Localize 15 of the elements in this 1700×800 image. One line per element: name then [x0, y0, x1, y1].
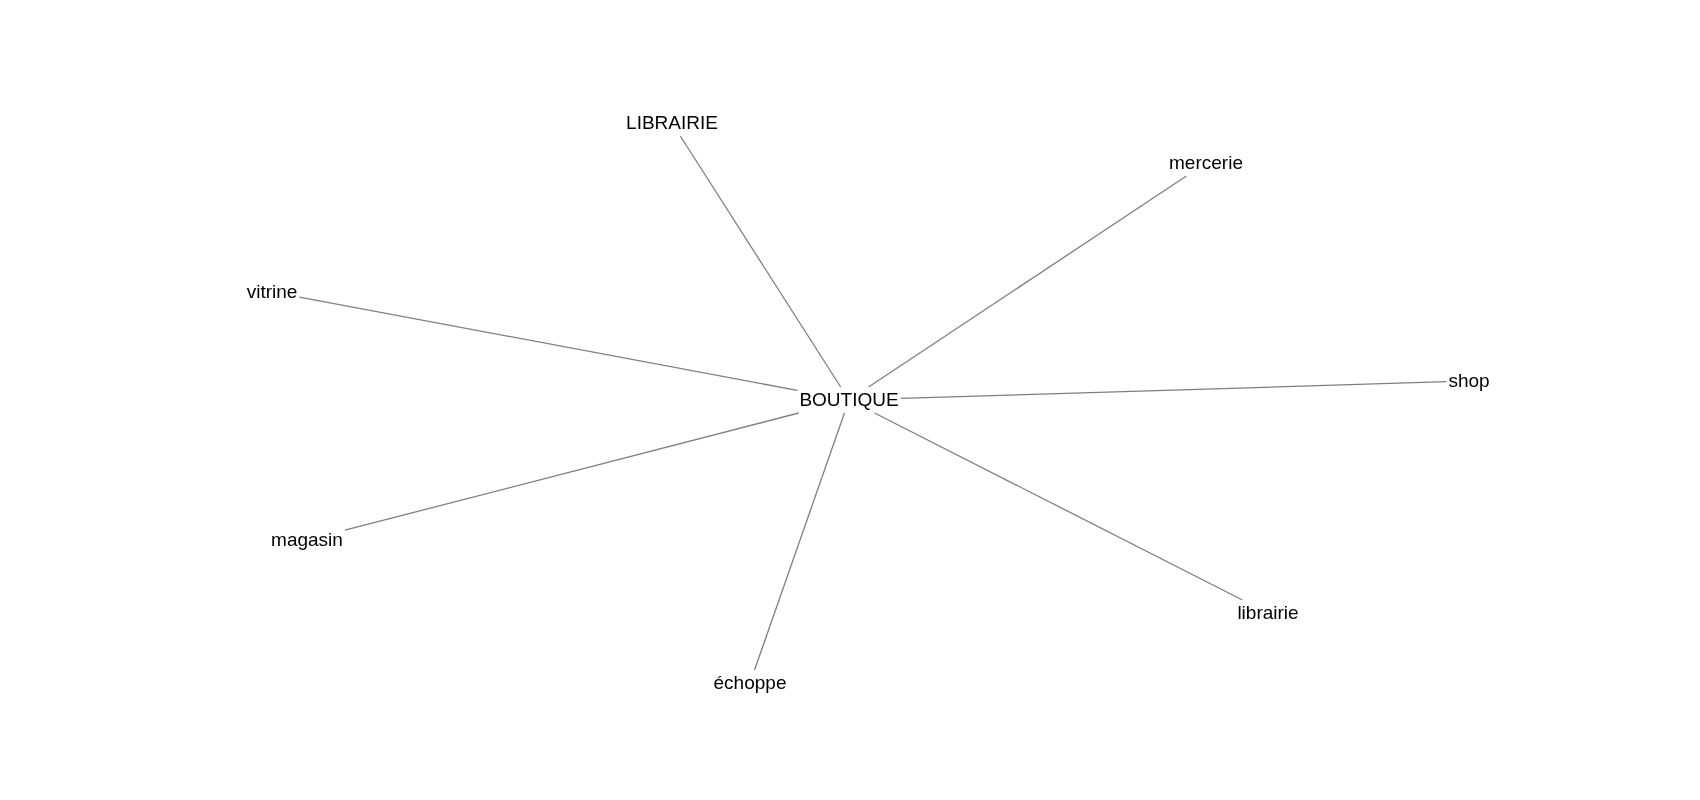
connector-line — [298, 296, 799, 391]
node-label: shop — [1448, 370, 1490, 392]
connector-line — [753, 412, 846, 671]
node-label: magasin — [271, 529, 343, 551]
node-label: LIBRAIRIE — [626, 112, 718, 134]
node-label: vitrine — [246, 281, 298, 303]
node-label: mercerie — [1169, 152, 1243, 174]
connector-line — [679, 135, 842, 388]
node-label: échoppe — [713, 672, 787, 694]
connector-line — [867, 175, 1188, 388]
connector-line — [873, 412, 1244, 601]
node-label: BOUTIQUE — [799, 389, 899, 411]
connector-line — [899, 381, 1448, 400]
connector-line — [344, 412, 800, 531]
node-label: librairie — [1237, 602, 1299, 624]
